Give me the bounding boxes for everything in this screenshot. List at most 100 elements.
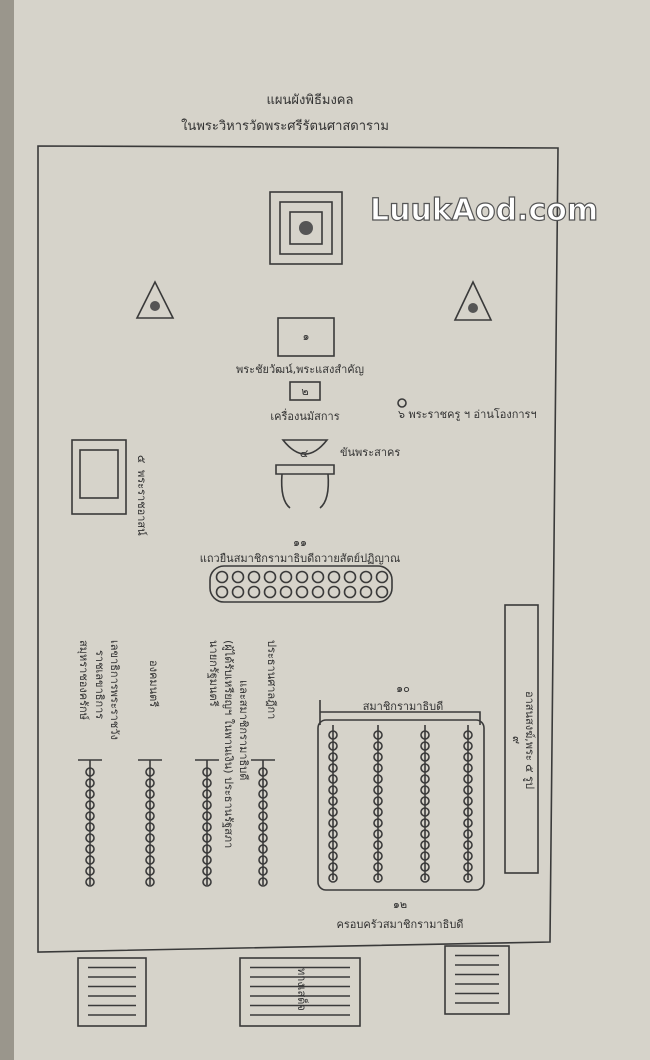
person-marker <box>202 877 212 887</box>
person-marker <box>258 855 268 865</box>
person-marker <box>145 811 155 821</box>
person-marker <box>328 851 338 861</box>
person-marker <box>202 789 212 799</box>
person-marker <box>145 844 155 854</box>
person-marker <box>463 774 473 784</box>
person-marker <box>279 585 293 599</box>
person-marker <box>258 833 268 843</box>
person-marker <box>328 873 338 883</box>
person-marker <box>420 774 430 784</box>
person-marker <box>328 796 338 806</box>
person-marker <box>373 730 383 740</box>
person-marker <box>231 585 245 599</box>
person-marker <box>85 866 95 876</box>
person-marker <box>327 570 341 584</box>
person-marker <box>279 570 293 584</box>
person-marker <box>373 763 383 773</box>
person-marker <box>85 767 95 777</box>
person-marker <box>463 807 473 817</box>
bowl-number: ๔ <box>300 447 308 460</box>
person-marker <box>85 789 95 799</box>
person-marker <box>145 778 155 788</box>
column-label: (ผู้ได้รับเหรียญฯ ในพานเงิน) ประธานรัฐสภ… <box>222 640 235 848</box>
person-marker <box>258 866 268 876</box>
person-marker <box>202 844 212 854</box>
person-marker <box>145 833 155 843</box>
person-marker <box>145 822 155 832</box>
person-marker <box>145 866 155 876</box>
person-marker <box>373 862 383 872</box>
person-marker <box>420 785 430 795</box>
person-marker <box>420 752 430 762</box>
person-marker <box>463 862 473 872</box>
person-marker <box>373 807 383 817</box>
person-marker <box>85 844 95 854</box>
page-edge <box>0 0 14 1060</box>
person-marker <box>463 851 473 861</box>
person-marker <box>463 829 473 839</box>
stairway <box>444 945 510 1015</box>
person-marker <box>373 840 383 850</box>
person-marker <box>328 763 338 773</box>
person-marker <box>328 741 338 751</box>
person-marker <box>327 585 341 599</box>
entrance-label: ทางเสด็จ <box>295 968 309 1011</box>
person-marker <box>463 752 473 762</box>
person-marker <box>145 855 155 865</box>
person-marker <box>463 840 473 850</box>
box-1-label: พระชัยวัฒน์,พระแสงสำคัญ <box>236 363 364 376</box>
stairway <box>239 957 361 1027</box>
watermark: LuukAod.com <box>370 193 598 228</box>
person-marker <box>373 741 383 751</box>
royal-throne <box>71 439 127 515</box>
person-marker <box>258 778 268 788</box>
person-marker <box>375 585 389 599</box>
person-marker <box>247 570 261 584</box>
column-label: สมุหราชองครักษ์ <box>77 640 90 720</box>
person-marker <box>202 811 212 821</box>
plan-title: แผนผังพิธีมงคล <box>267 92 354 108</box>
person-marker <box>145 877 155 887</box>
person-marker <box>420 829 430 839</box>
person-marker <box>258 877 268 887</box>
person-marker <box>359 570 373 584</box>
person-marker <box>328 774 338 784</box>
person-marker <box>85 822 95 832</box>
person-marker <box>375 570 389 584</box>
person-marker <box>145 789 155 799</box>
person-marker <box>231 570 245 584</box>
column-label: ประธานศาลฎีกา <box>265 640 278 719</box>
person-marker <box>202 800 212 810</box>
person-marker <box>145 800 155 810</box>
hall-outline <box>37 145 559 953</box>
person-marker <box>328 818 338 828</box>
person-marker <box>463 741 473 751</box>
person-marker <box>373 873 383 883</box>
person-marker <box>202 855 212 865</box>
box-2 <box>289 381 321 401</box>
person-marker <box>420 862 430 872</box>
person-marker <box>258 789 268 799</box>
person-marker <box>343 570 357 584</box>
reader-marker-icon <box>397 398 407 408</box>
person-marker <box>202 767 212 777</box>
column-label: เลขาธิการพระราชวัง <box>108 640 121 740</box>
person-marker <box>215 570 229 584</box>
person-marker <box>373 818 383 828</box>
person-marker <box>258 767 268 777</box>
person-marker <box>328 752 338 762</box>
box-2-label: เครื่องนมัสการ <box>270 408 339 423</box>
monks-seat <box>504 604 539 874</box>
principal-buddha-image <box>269 191 343 265</box>
person-marker <box>295 570 309 584</box>
oath-row-area <box>209 565 393 603</box>
person-marker <box>202 833 212 843</box>
plan-subtitle: ในพระวิหารวัดพระศรีรัตนศาสดาราม <box>181 118 389 134</box>
monks-number: ๙ <box>510 736 523 744</box>
box-1-number: ๑ <box>303 330 310 343</box>
person-marker <box>373 851 383 861</box>
person-marker <box>420 796 430 806</box>
person-marker <box>463 730 473 740</box>
person-marker <box>258 811 268 821</box>
